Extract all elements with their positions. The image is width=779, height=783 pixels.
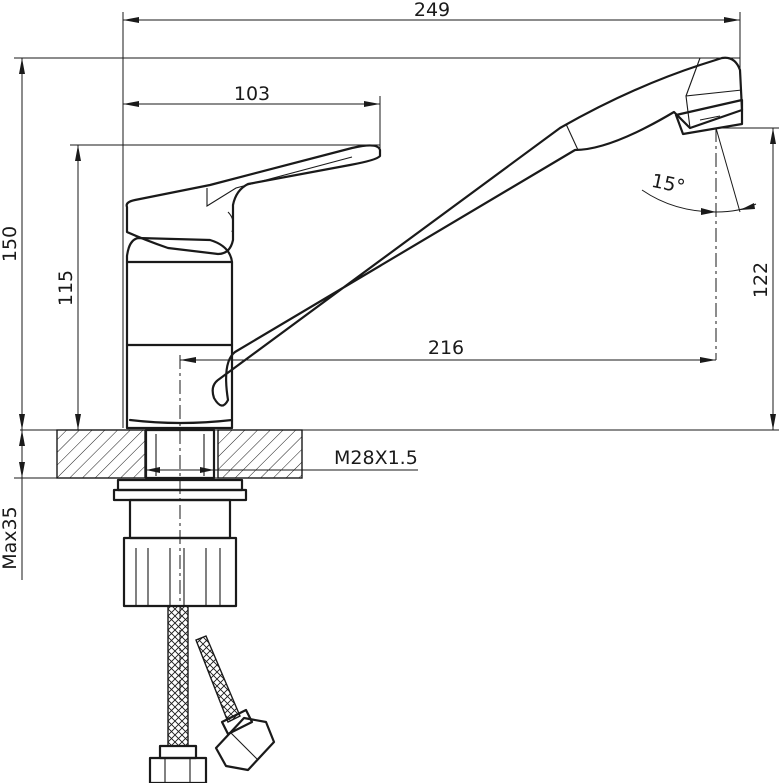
dimension-spout-angle: 15° bbox=[641, 127, 757, 215]
label-body-height: 115 bbox=[55, 270, 77, 306]
supply-hoses bbox=[148, 605, 276, 783]
dimension-thread: M28X1.5 bbox=[146, 447, 418, 473]
lever-handle bbox=[125, 144, 382, 256]
centerlines bbox=[179, 128, 717, 700]
label-outlet-height: 122 bbox=[750, 262, 772, 298]
label-handle-length: 103 bbox=[234, 83, 270, 105]
label-overall-length: 249 bbox=[414, 0, 450, 21]
dimension-spout-reach: 216 bbox=[180, 337, 716, 363]
faucet-body bbox=[125, 236, 234, 430]
dimension-max-thickness: Max35 bbox=[0, 430, 57, 580]
dimension-total-height: 150 bbox=[0, 57, 740, 430]
dimension-overall-length: 249 bbox=[122, 0, 741, 428]
spout bbox=[211, 56, 744, 407]
label-thread: M28X1.5 bbox=[334, 447, 418, 469]
label-spout-reach: 216 bbox=[428, 337, 464, 359]
label-max-thickness: Max35 bbox=[0, 506, 21, 569]
dimension-outlet-height: 122 bbox=[716, 127, 779, 430]
dimension-handle-length: 103 bbox=[123, 83, 381, 148]
label-total-height: 150 bbox=[0, 226, 21, 262]
label-spout-angle: 15° bbox=[649, 170, 687, 199]
dimension-body-height: 115 bbox=[55, 144, 380, 430]
